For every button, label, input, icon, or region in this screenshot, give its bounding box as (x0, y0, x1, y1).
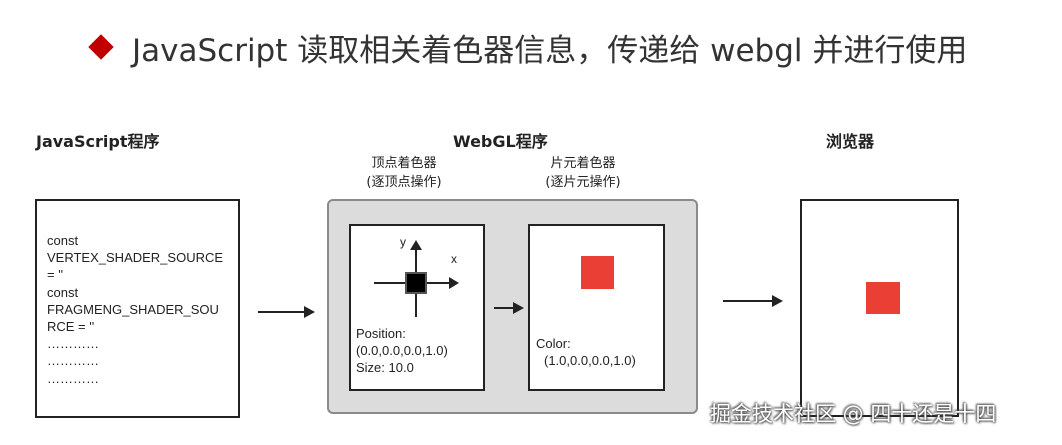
webgl-to-browser-arrow-icon (723, 295, 783, 307)
js-to-webgl-arrow-icon (258, 306, 315, 318)
watermark: 掘金技术社区 @ 四十还是十四 (710, 402, 997, 426)
code-line: ………… (47, 370, 99, 386)
slide-title-row: JavaScript 读取相关着色器信息，传递给 webgl 并进行使用 (88, 22, 968, 72)
size-value: Size: 10.0 (356, 360, 414, 375)
x-axis-label: x (451, 252, 457, 266)
diamond-bullet-icon (88, 34, 114, 60)
color-value: (1.0,0.0,0.0,1.0) (544, 353, 636, 368)
x-axis-arrow-icon (449, 277, 459, 289)
code-line: = '' (47, 267, 64, 283)
slide-title: JavaScript 读取相关着色器信息，传递给 webgl 并进行使用 (132, 32, 968, 69)
browser-red-square (866, 282, 900, 314)
vertex-to-fragment-arrow-icon (494, 302, 524, 314)
y-axis-label: y (400, 235, 406, 249)
position-label: Position: (356, 326, 406, 341)
code-line: VERTEX_SHADER_SOURCE (47, 250, 224, 266)
vertex-shader-subtitle: (逐顶点操作) (366, 175, 442, 190)
vertex-info: Position: (0.0,0.0,0.0,1.0) Size: 10.0 (356, 325, 448, 376)
webgl-program-heading: WebGL程序 (453, 132, 548, 151)
vertex-shader-panel (349, 224, 485, 391)
browser-heading: 浏览器 (826, 132, 875, 151)
code-line: const (47, 233, 79, 248)
position-value: (0.0,0.0,0.0,1.0) (356, 343, 448, 358)
code-line: const (47, 284, 79, 300)
js-program-box: const VERTEX_SHADER_SOURCE = '' const FR… (35, 199, 240, 418)
code-line: FRAGMENG_SHADER_SOU (47, 301, 219, 317)
fragment-shader-heading: 片元着色器 (逐片元操作) (533, 154, 633, 192)
code-line: ………… (47, 353, 99, 369)
y-axis-arrow-icon (410, 240, 422, 250)
vertex-shader-title: 顶点着色器 (371, 156, 437, 171)
vertex-shader-heading: 顶点着色器 (逐顶点操作) (354, 154, 454, 192)
fragment-red-square (581, 256, 614, 289)
fragment-shader-title: 片元着色器 (550, 156, 616, 171)
fragment-shader-panel (528, 224, 665, 391)
js-program-heading: JavaScript程序 (36, 132, 160, 151)
color-label: Color: (536, 336, 571, 351)
code-line: ………… (47, 336, 99, 352)
fragment-shader-subtitle: (逐片元操作) (545, 175, 621, 190)
code-line: RCE = '' (47, 319, 95, 335)
vertex-point (405, 272, 427, 294)
fragment-info: Color: (1.0,0.0,0.0,1.0) (536, 335, 636, 369)
js-code-lines: const VERTEX_SHADER_SOURCE = '' const FR… (47, 232, 223, 387)
